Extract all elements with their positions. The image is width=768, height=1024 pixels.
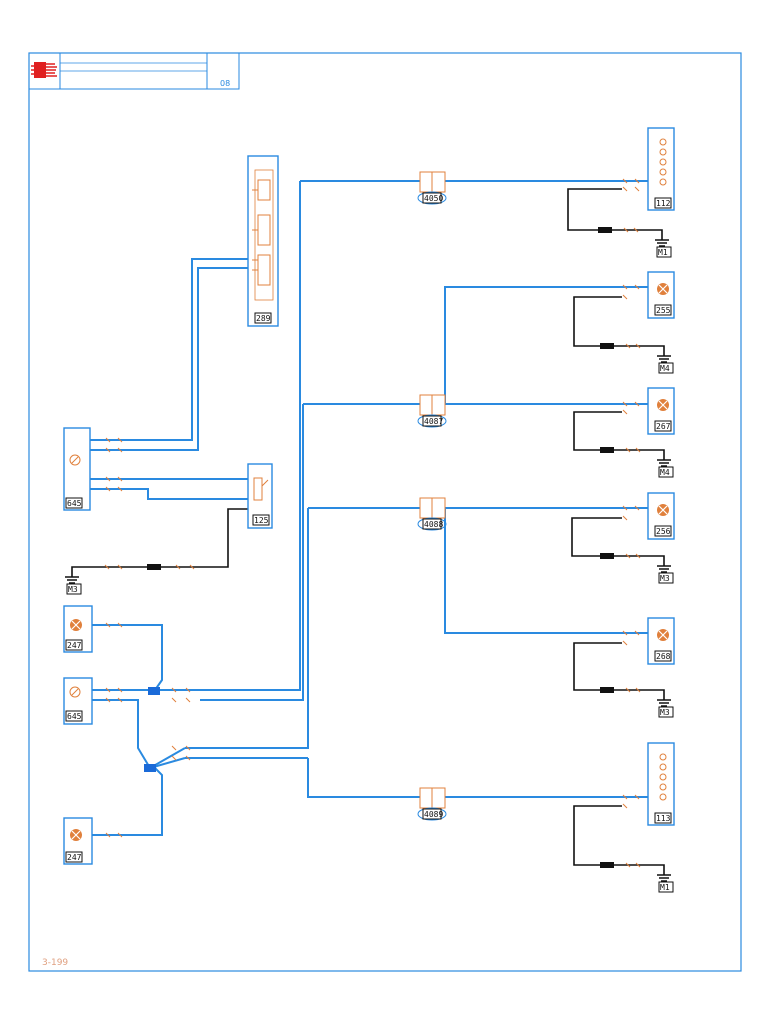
- ground-wires: [71, 188, 665, 875]
- svg-text:113: 113: [656, 814, 671, 823]
- svg-text:112: 112: [656, 199, 671, 208]
- connector-4087: 4087: [417, 394, 447, 428]
- svg-text:645: 645: [67, 499, 82, 508]
- svg-text:247: 247: [67, 853, 82, 862]
- page-reference: 3-199: [42, 958, 68, 968]
- component-113: 113: [647, 742, 675, 826]
- svg-text:125: 125: [254, 516, 269, 525]
- ground-label: M3: [660, 574, 670, 583]
- component-247-lower: 247: [63, 817, 93, 865]
- svg-text:4050: 4050: [424, 194, 443, 203]
- wiring-harness-icon: [31, 62, 57, 78]
- ground-label: M1: [660, 883, 670, 892]
- svg-text:645: 645: [67, 712, 82, 721]
- component-645-upper: 645: [63, 427, 91, 511]
- wires: [90, 180, 648, 836]
- component-247-upper: 247: [63, 605, 93, 653]
- svg-text:267: 267: [656, 422, 671, 431]
- svg-text:4087: 4087: [424, 417, 443, 426]
- ground-label: M1: [658, 248, 668, 257]
- ground-label: M4: [660, 468, 670, 477]
- wire-markers: [104, 178, 641, 868]
- ground-symbols: [65, 239, 671, 882]
- component-268: 268: [647, 617, 675, 665]
- splice-b: [144, 764, 156, 772]
- splice-a: [148, 687, 160, 695]
- component-645-lower: 645: [63, 677, 93, 725]
- svg-text:289: 289: [256, 314, 271, 323]
- svg-text:4088: 4088: [424, 520, 443, 529]
- svg-text:4089: 4089: [424, 810, 443, 819]
- component-289: 289: [247, 155, 279, 327]
- svg-text:247: 247: [67, 641, 82, 650]
- connector-4089: 4089: [417, 787, 447, 821]
- ground-label: M4: [660, 364, 670, 373]
- page-frame: [28, 52, 742, 972]
- connector-4050: 4050: [417, 171, 447, 205]
- title-block: 08: [28, 52, 240, 90]
- connector-4088: 4088: [417, 497, 447, 531]
- component-256: 256: [647, 492, 675, 540]
- ground-label: M3: [660, 708, 670, 717]
- svg-text:256: 256: [656, 527, 671, 536]
- component-267: 267: [647, 387, 675, 435]
- component-255: 255: [647, 271, 675, 319]
- ground-tags: M1 M4 M4 M3 M3 M1 M3: [66, 246, 674, 893]
- component-125: 125: [247, 463, 273, 529]
- header-code: 08: [220, 79, 230, 88]
- svg-text:255: 255: [656, 306, 671, 315]
- component-112: 112: [647, 127, 675, 211]
- ground-label: M3: [68, 585, 78, 594]
- svg-text:268: 268: [656, 652, 671, 661]
